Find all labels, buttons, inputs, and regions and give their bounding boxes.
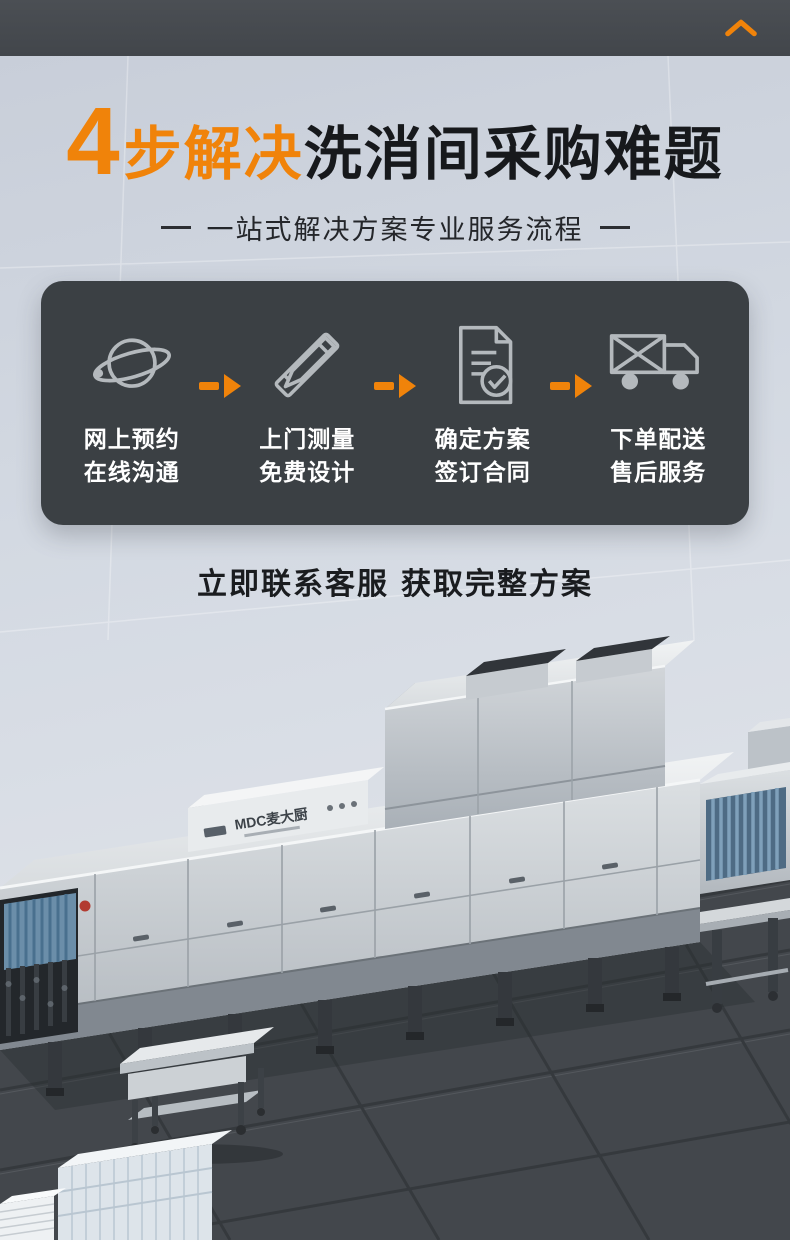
wash-hood: [384, 636, 695, 829]
step-item-1: 网上预约在线沟通: [65, 321, 199, 525]
title-rest: 洗消间采购难题: [303, 122, 724, 187]
subtitle: 一站式解决方案专业服务流程: [0, 208, 790, 247]
subtitle-rule-right: [599, 226, 630, 229]
step-label: 上门测量免费设计: [259, 426, 356, 485]
top-bar: [0, 0, 790, 56]
subtitle-rule-left: [160, 226, 191, 229]
step-item-4: 下单配送售后服务: [592, 321, 726, 525]
step-arrow-icon: [374, 373, 416, 399]
delivery-truck-icon: [608, 321, 708, 409]
contact-cta[interactable]: 立即联系客服获取完整方案: [0, 559, 790, 603]
tray-stacks: [0, 1130, 232, 1240]
contract-check-icon: [443, 321, 523, 409]
step-item-2: 上门测量免费设计: [241, 321, 375, 525]
step-label: 确定方案签订合同: [434, 426, 531, 485]
outfeed-module: [700, 762, 790, 1013]
back-to-top-icon[interactable]: [724, 18, 758, 38]
ruler-pen-icon: [264, 321, 350, 409]
red-valve-knob: [79, 900, 91, 912]
control-panel: MDC麦大厨: [188, 767, 384, 852]
globe-icon: [88, 321, 176, 409]
infeed-entry: [0, 888, 91, 1044]
step-arrow-icon: [198, 373, 241, 399]
machine-legs: [46, 947, 681, 1096]
dishwasher-illustration: MDC麦大厨: [0, 612, 790, 1240]
hero-section: 4 步解决 洗消间采购难题 一站式解决方案专业服务流程: [0, 94, 790, 247]
subtitle-text: 一站式解决方案专业服务流程: [206, 215, 584, 245]
steps-panel: 网上预约在线沟通 上门测量免费设计: [41, 281, 749, 525]
cta-regular-text: 立即联系客服: [197, 568, 389, 601]
step-label: 网上预约在线沟通: [83, 426, 180, 485]
title-number: 4: [66, 88, 122, 195]
step-label: 下单配送售后服务: [610, 426, 707, 485]
step-arrow-icon: [549, 373, 592, 399]
page-title: 4 步解决 洗消间采购难题: [0, 94, 790, 190]
cta-bold-text: 获取完整方案: [401, 568, 593, 601]
title-highlight: 步解决: [123, 122, 304, 187]
step-item-3: 确定方案签订合同: [416, 321, 550, 525]
